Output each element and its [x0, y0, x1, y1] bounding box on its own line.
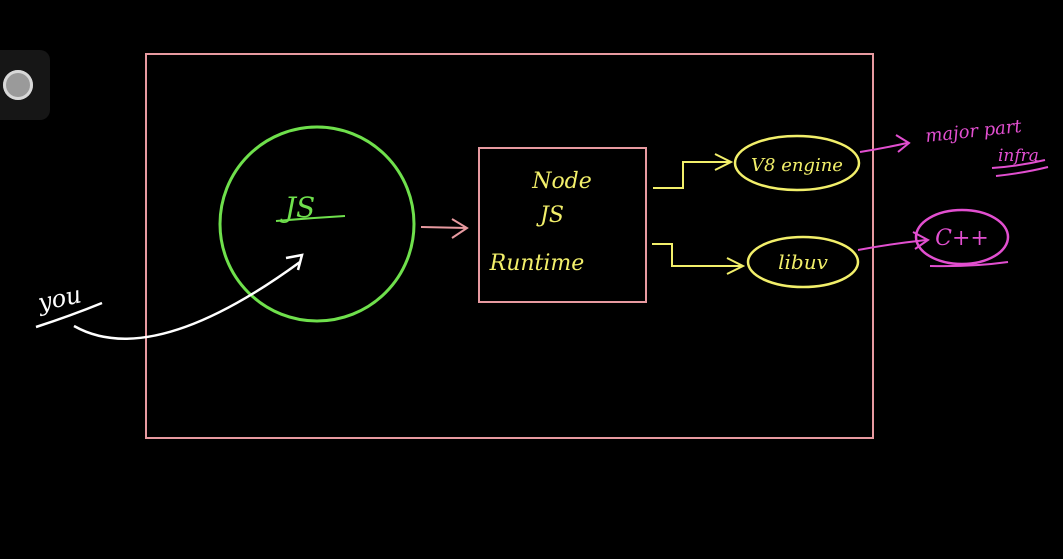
user-underline: [35, 301, 103, 329]
js-to-runtime-arrow: [420, 226, 468, 229]
recording-widget[interactable]: [0, 50, 50, 120]
v8-to-note-arrow: [859, 142, 908, 153]
runtime-label-line1: Node: [531, 169, 592, 194]
user-arrow-head: [285, 253, 304, 271]
runtime-label-line2: JS: [536, 203, 564, 228]
runtime-to-v8-connector: [653, 161, 730, 189]
record-button-icon[interactable]: [3, 70, 33, 100]
v8-engine-label: V8 engine: [751, 155, 843, 176]
v8-note-underline-1: [991, 159, 1046, 169]
libuv-ellipse: [746, 235, 860, 289]
cpp-label: C++: [935, 226, 989, 251]
js-underline: [275, 215, 346, 222]
runtime-to-v8-arrow-head: [714, 153, 734, 171]
user-label: you: [34, 280, 83, 317]
js-circle: [218, 125, 416, 323]
libuv-to-cpp-arrow: [857, 239, 927, 251]
v8-note-line2: infra: [998, 146, 1039, 166]
js-to-runtime-arrow-head: [451, 218, 469, 239]
v8-engine-ellipse: [733, 134, 861, 192]
user-arrow-curve: [73, 260, 301, 340]
runtime-to-libuv-connector: [652, 243, 742, 267]
runtime-to-libuv-arrow-head: [726, 257, 746, 275]
runtime-box: [478, 147, 647, 303]
outer-frame: [145, 53, 874, 439]
v8-to-note-arrow-head: [895, 134, 911, 153]
v8-note-underline-2: [995, 166, 1049, 177]
runtime-label-line3: Runtime: [489, 251, 585, 276]
cpp-ellipse: [914, 208, 1010, 266]
libuv-label: libuv: [778, 250, 828, 274]
v8-note-line1: major part: [924, 116, 1023, 147]
cpp-underline: [929, 261, 1009, 268]
